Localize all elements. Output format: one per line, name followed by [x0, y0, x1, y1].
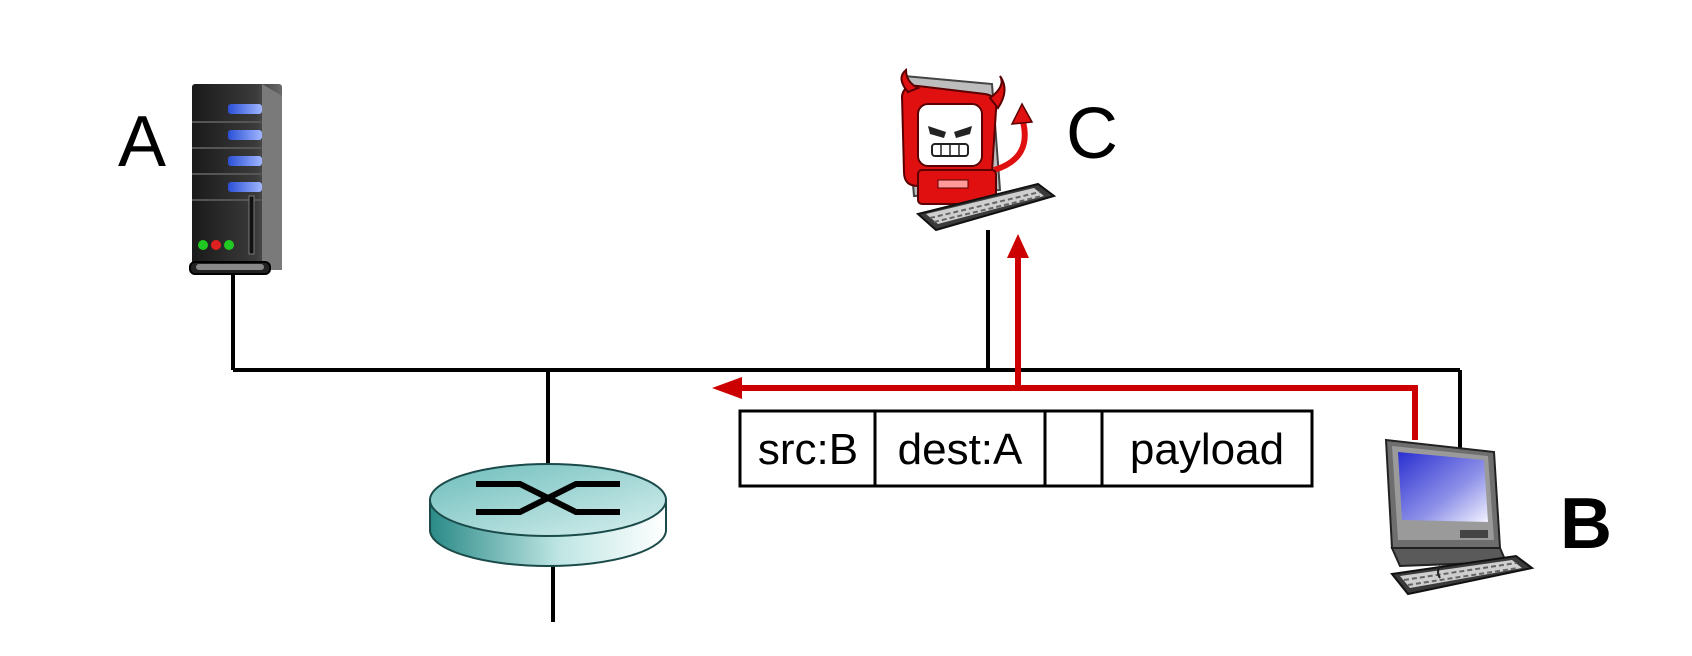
arrow-up-icon — [1007, 234, 1029, 258]
network-links — [231, 230, 1462, 622]
devil-computer-icon — [900, 67, 1057, 232]
packet-route-line — [740, 385, 1418, 440]
server-icon — [189, 84, 282, 275]
router-icon — [429, 463, 667, 567]
packet-dest-field: dest:A — [898, 425, 1023, 474]
arrow-left-icon — [712, 377, 742, 399]
attacker-label: C — [1066, 94, 1118, 174]
packet-payload-field: payload — [1130, 425, 1284, 474]
packet-box — [738, 409, 1314, 488]
packet: src:B dest:A payload — [738, 409, 1314, 488]
attack-path — [712, 234, 1418, 440]
desktop-computer-icon — [1384, 438, 1535, 596]
server-label: A — [118, 102, 166, 182]
host-label: B — [1560, 484, 1612, 564]
packet-src-field: src:B — [758, 425, 858, 474]
